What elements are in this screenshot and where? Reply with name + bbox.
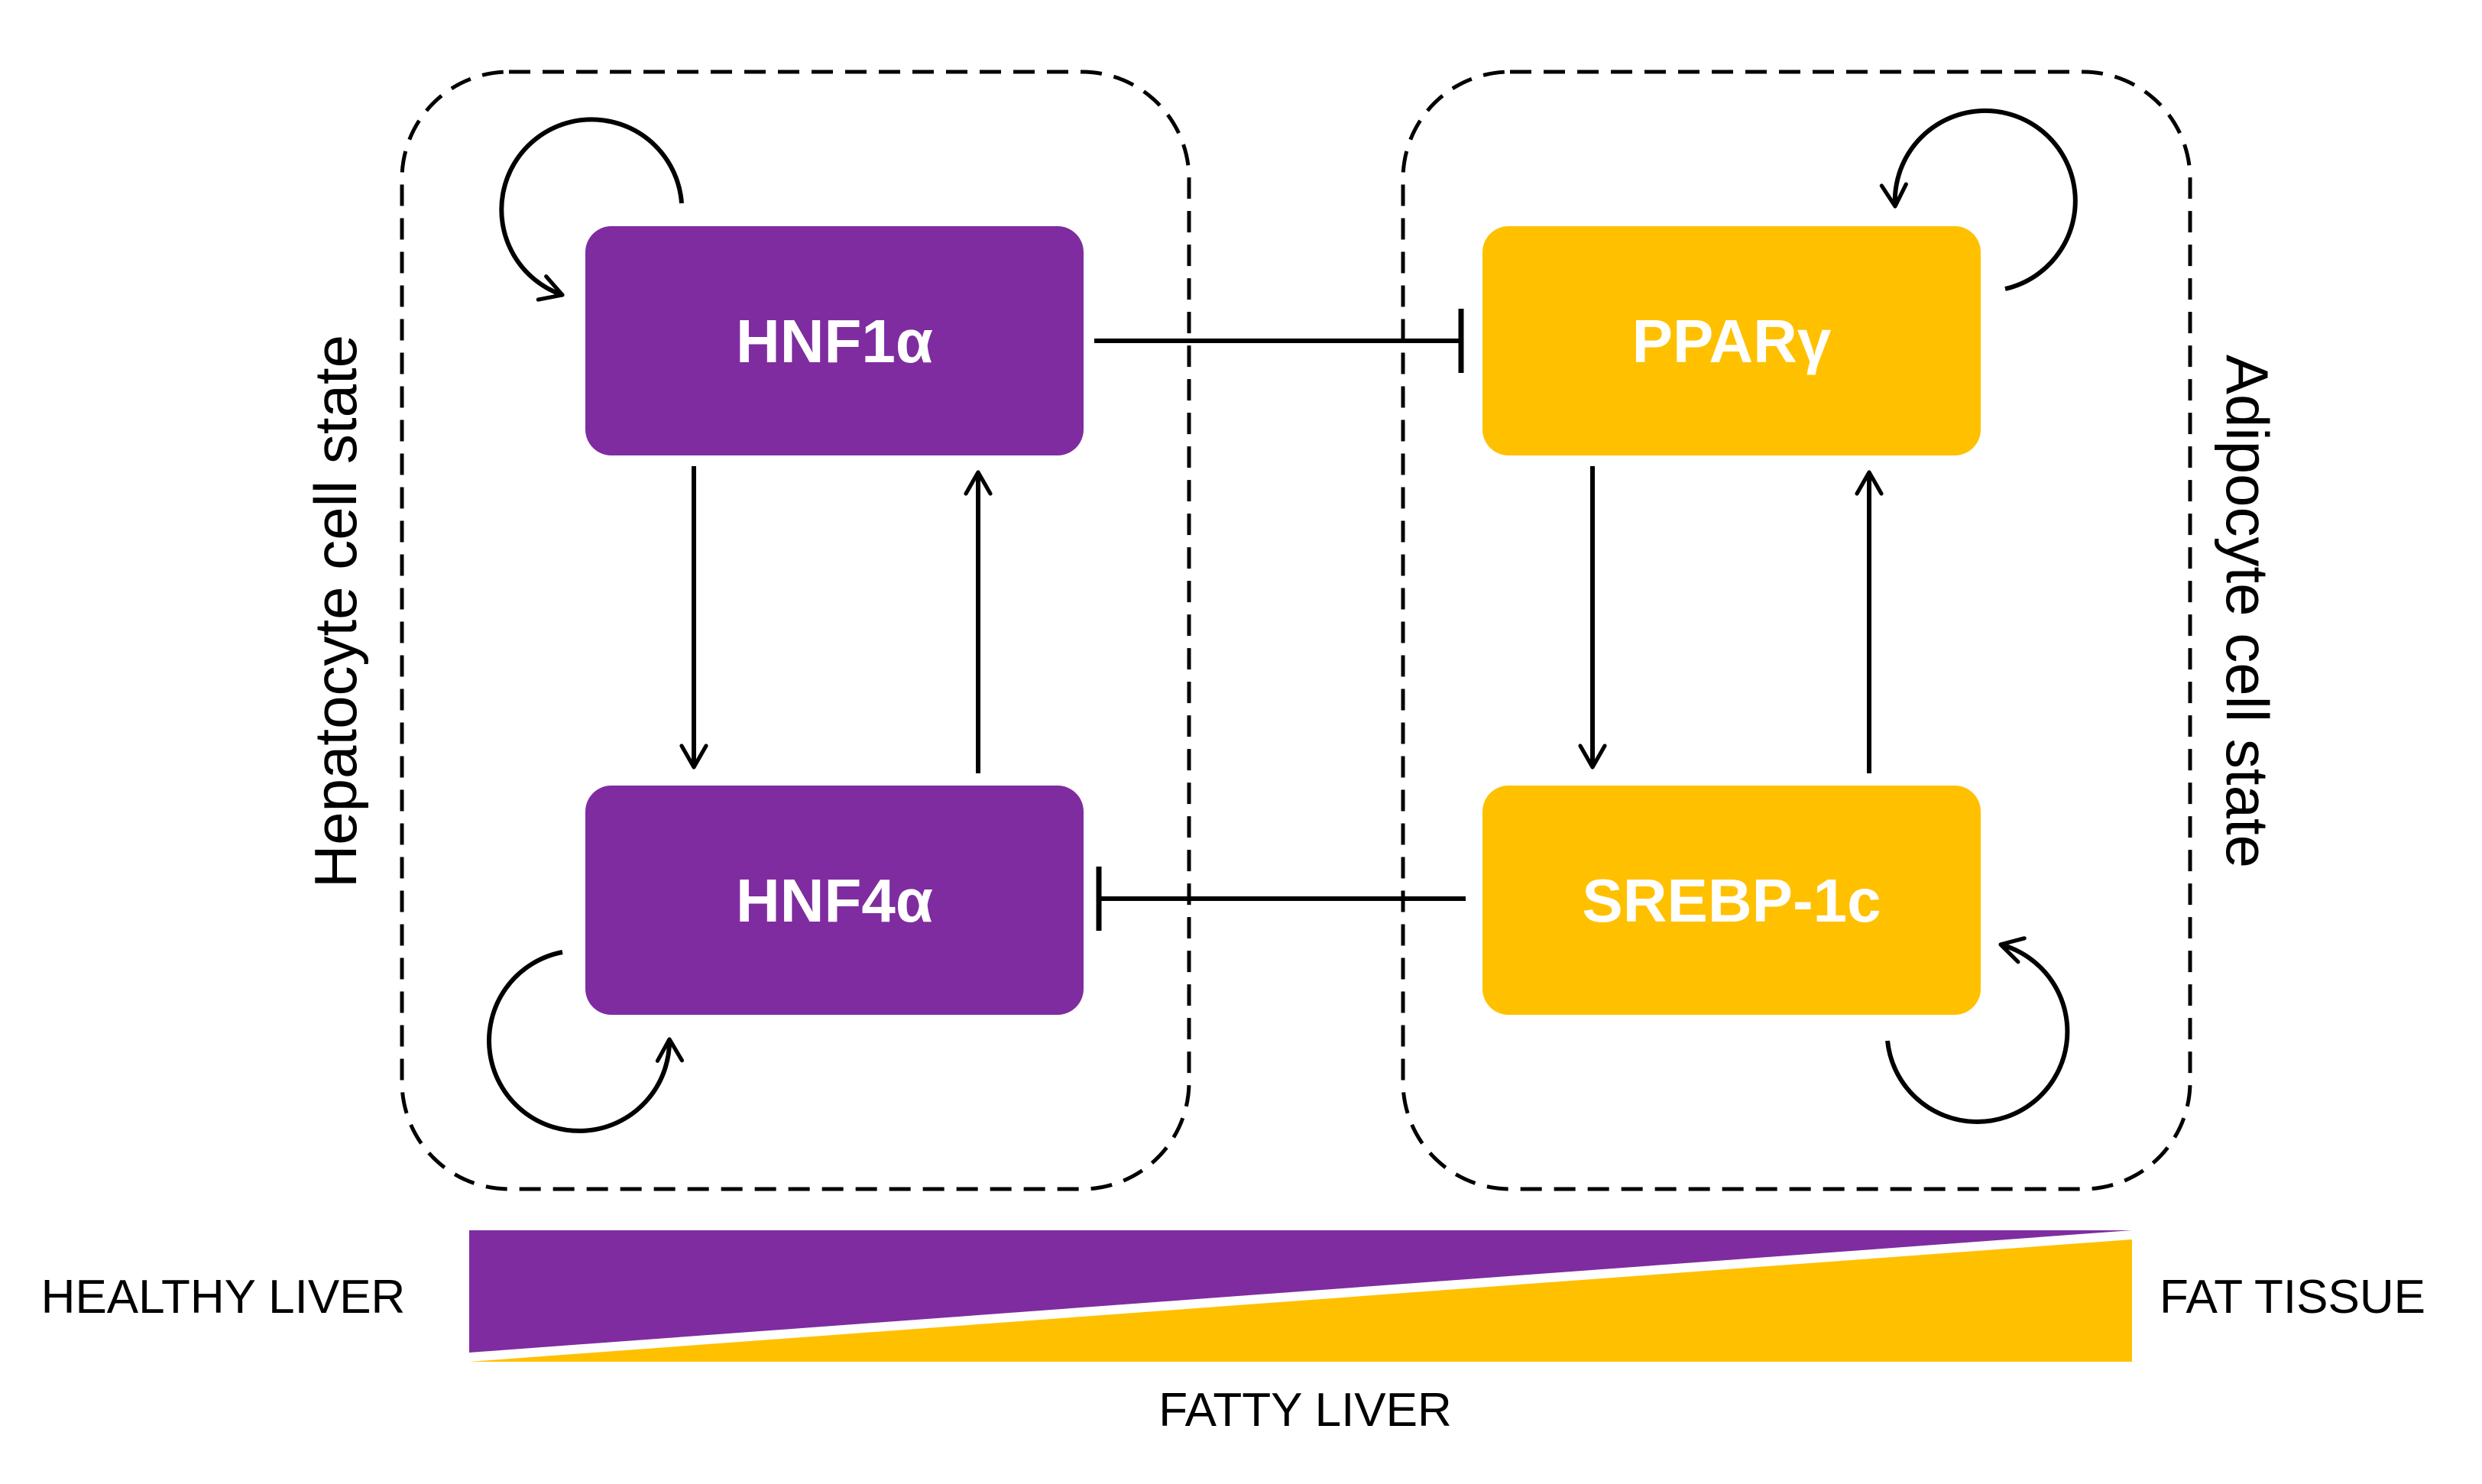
hepatocyte-group-boundary [400,70,1191,1191]
node-hnf1a: HNF1α [585,226,1084,455]
scale-right-label: FAT TISSUE [2160,1271,2425,1324]
self-loop-hnf1a [499,117,684,302]
edge-hnf1a-inhibits-pparg [1094,309,1464,373]
node-srebp1c-label: SREBP-1c [1582,867,1881,935]
node-srebp1c: SREBP-1c [1482,786,1981,1015]
self-loop-pparg [1879,109,2078,291]
gradient-purple-wedge [469,1230,2132,1353]
adipocyte-group-boundary [1401,70,2192,1191]
node-pparg-label: PPARγ [1632,307,1832,375]
gradient-yellow-wedge [469,1239,2132,1362]
scale-middle-label: FATTY LIVER [1158,1384,1452,1437]
state-gradient-bar [469,1230,2132,1362]
node-hnf4a-label: HNF4α [736,867,933,935]
node-hnf1a-label: HNF1α [736,307,933,375]
self-loop-srebp1c [1885,936,2070,1124]
scale-left-label: HEALTHY LIVER [41,1271,406,1324]
node-hnf4a: HNF4α [585,786,1084,1015]
node-pparg: PPARγ [1482,226,1981,455]
hepatocyte-group-label: Hepatocyte cell state [302,335,369,888]
edge-srebp1c-inhibits-hnf4a [1096,867,1466,931]
adipocyte-group-label: Adipocyte cell state [2214,355,2281,868]
self-loop-hnf4a [487,950,684,1133]
